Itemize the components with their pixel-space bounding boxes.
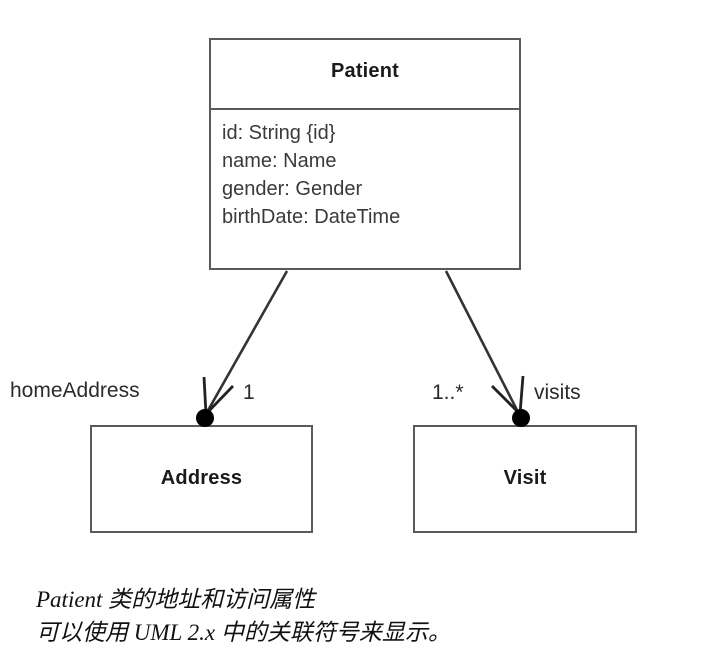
arrowhead-stroke-left-visits bbox=[491, 385, 521, 415]
class-attributes-patient: id: String {id} name: Name gender: Gende… bbox=[222, 119, 513, 231]
association-role-label-visits: visits bbox=[534, 381, 581, 404]
arrowhead-stroke-right-visits bbox=[518, 375, 525, 415]
attribute-birthdate: birthDate: DateTime bbox=[222, 206, 401, 228]
attribute-id: id: String {id} bbox=[222, 122, 336, 144]
class-box-visit[interactable]: Visit bbox=[413, 425, 637, 533]
attribute-name: name: Name bbox=[222, 150, 337, 172]
attribute-gender: gender: Gender bbox=[222, 178, 363, 200]
association-home-address bbox=[196, 270, 289, 427]
class-name-visit: Visit bbox=[503, 467, 547, 489]
diagram-caption: Patient 类的地址和访问属性 可以使用 UML 2.x 中的关联符号来显示… bbox=[36, 583, 676, 649]
association-multiplicity-label-visits: 1..* bbox=[432, 381, 464, 404]
association-multiplicity-label-home-address: 1 bbox=[243, 381, 255, 404]
class-box-patient[interactable]: Patient id: String {id} name: Name gende… bbox=[209, 38, 521, 270]
association-role-label-home-address: homeAddress bbox=[10, 379, 140, 402]
caption-line-2: 可以使用 UML 2.x 中的关联符号来显示。 bbox=[36, 620, 451, 645]
class-box-address[interactable]: Address bbox=[90, 425, 313, 533]
class-name-patient: Patient bbox=[330, 60, 400, 82]
caption-line-1: Patient 类的地址和访问属性 bbox=[36, 587, 316, 612]
arrowhead-stroke-right-home-address bbox=[204, 385, 235, 415]
class-name-address: Address bbox=[160, 467, 243, 489]
class-compartment-divider bbox=[211, 108, 519, 110]
arrowhead-stroke-left-home-address bbox=[202, 376, 208, 415]
